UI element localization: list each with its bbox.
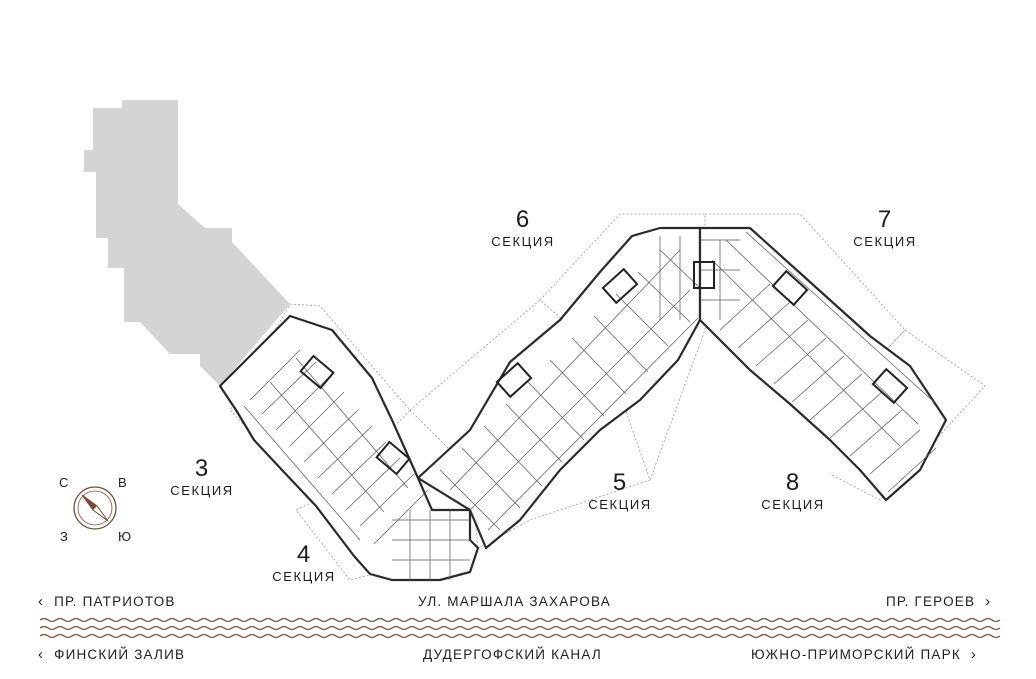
section-3-number: 3 bbox=[194, 455, 210, 482]
section-4-label[interactable]: 4 СЕКЦИЯ bbox=[249, 541, 359, 585]
wave-line bbox=[39, 617, 1001, 623]
section-6-number: 6 bbox=[515, 206, 531, 233]
wave-line bbox=[39, 625, 1001, 631]
section-6-label[interactable]: 6 СЕКЦИЯ bbox=[468, 206, 578, 250]
section-3-word: СЕКЦИЯ bbox=[170, 483, 234, 498]
section-4-number: 4 bbox=[296, 541, 312, 568]
compass-west-label: З bbox=[60, 529, 68, 544]
section-7-label[interactable]: 7 СЕКЦИЯ bbox=[830, 206, 940, 250]
section-8-word: СЕКЦИЯ bbox=[761, 497, 825, 512]
street-top-left-label: ПР. ПАТРИОТОВ bbox=[54, 594, 176, 609]
section-3-label[interactable]: 3 СЕКЦИЯ bbox=[147, 455, 257, 499]
wave-line bbox=[39, 633, 1001, 639]
apartment-walls bbox=[243, 231, 937, 580]
section-5-word: СЕКЦИЯ bbox=[588, 497, 652, 512]
chevron-right-icon: › bbox=[985, 593, 992, 610]
compass-north-label: С bbox=[59, 475, 69, 490]
section-8-label[interactable]: 8 СЕКЦИЯ bbox=[738, 469, 848, 513]
section-7-number: 7 bbox=[877, 206, 893, 233]
street-bottom-left-label: ФИНСКИЙ ЗАЛИВ bbox=[54, 647, 186, 662]
chevron-left-icon: ‹ bbox=[38, 646, 45, 663]
stair-cores bbox=[299, 261, 909, 476]
section-8-number: 8 bbox=[785, 469, 801, 496]
compass: С В З Ю bbox=[52, 472, 142, 548]
compass-south-label: Ю bbox=[118, 529, 132, 544]
compass-east-label: В bbox=[118, 475, 127, 490]
street-top-center-label: УЛ. МАРШАЛА ЗАХАРОВА bbox=[418, 594, 611, 609]
compass-rose-icon bbox=[73, 486, 117, 530]
section-6-word: СЕКЦИЯ bbox=[491, 234, 555, 249]
street-top-left[interactable]: ‹ ПР. ПАТРИОТОВ bbox=[38, 593, 176, 610]
street-bottom-left[interactable]: ‹ ФИНСКИЙ ЗАЛИВ bbox=[38, 646, 185, 663]
section-5-label[interactable]: 5 СЕКЦИЯ bbox=[565, 469, 675, 513]
section-5-number: 5 bbox=[612, 469, 628, 496]
section-7-word: СЕКЦИЯ bbox=[853, 234, 917, 249]
section-4-word: СЕКЦИЯ bbox=[272, 569, 336, 584]
street-top-right-label: ПР. ГЕРОЕВ bbox=[886, 594, 976, 609]
street-bottom-right-label: ЮЖНО-ПРИМОРСКИЙ ПАРК bbox=[751, 647, 961, 662]
building-footprint bbox=[218, 226, 948, 582]
chevron-left-icon: ‹ bbox=[38, 593, 45, 610]
street-bottom-center: ДУДЕРГОФСКИЙ КАНАЛ bbox=[423, 647, 602, 662]
chevron-right-icon: › bbox=[970, 646, 978, 663]
street-top-right[interactable]: ПР. ГЕРОЕВ › bbox=[886, 593, 991, 610]
street-top-center: УЛ. МАРШАЛА ЗАХАРОВА bbox=[418, 594, 611, 609]
street-bottom-right[interactable]: ЮЖНО-ПРИМОРСКИЙ ПАРК › bbox=[751, 646, 977, 663]
street-bottom-center-label: ДУДЕРГОФСКИЙ КАНАЛ bbox=[423, 647, 602, 662]
existing-building bbox=[84, 100, 290, 386]
river-waves bbox=[39, 617, 1001, 639]
